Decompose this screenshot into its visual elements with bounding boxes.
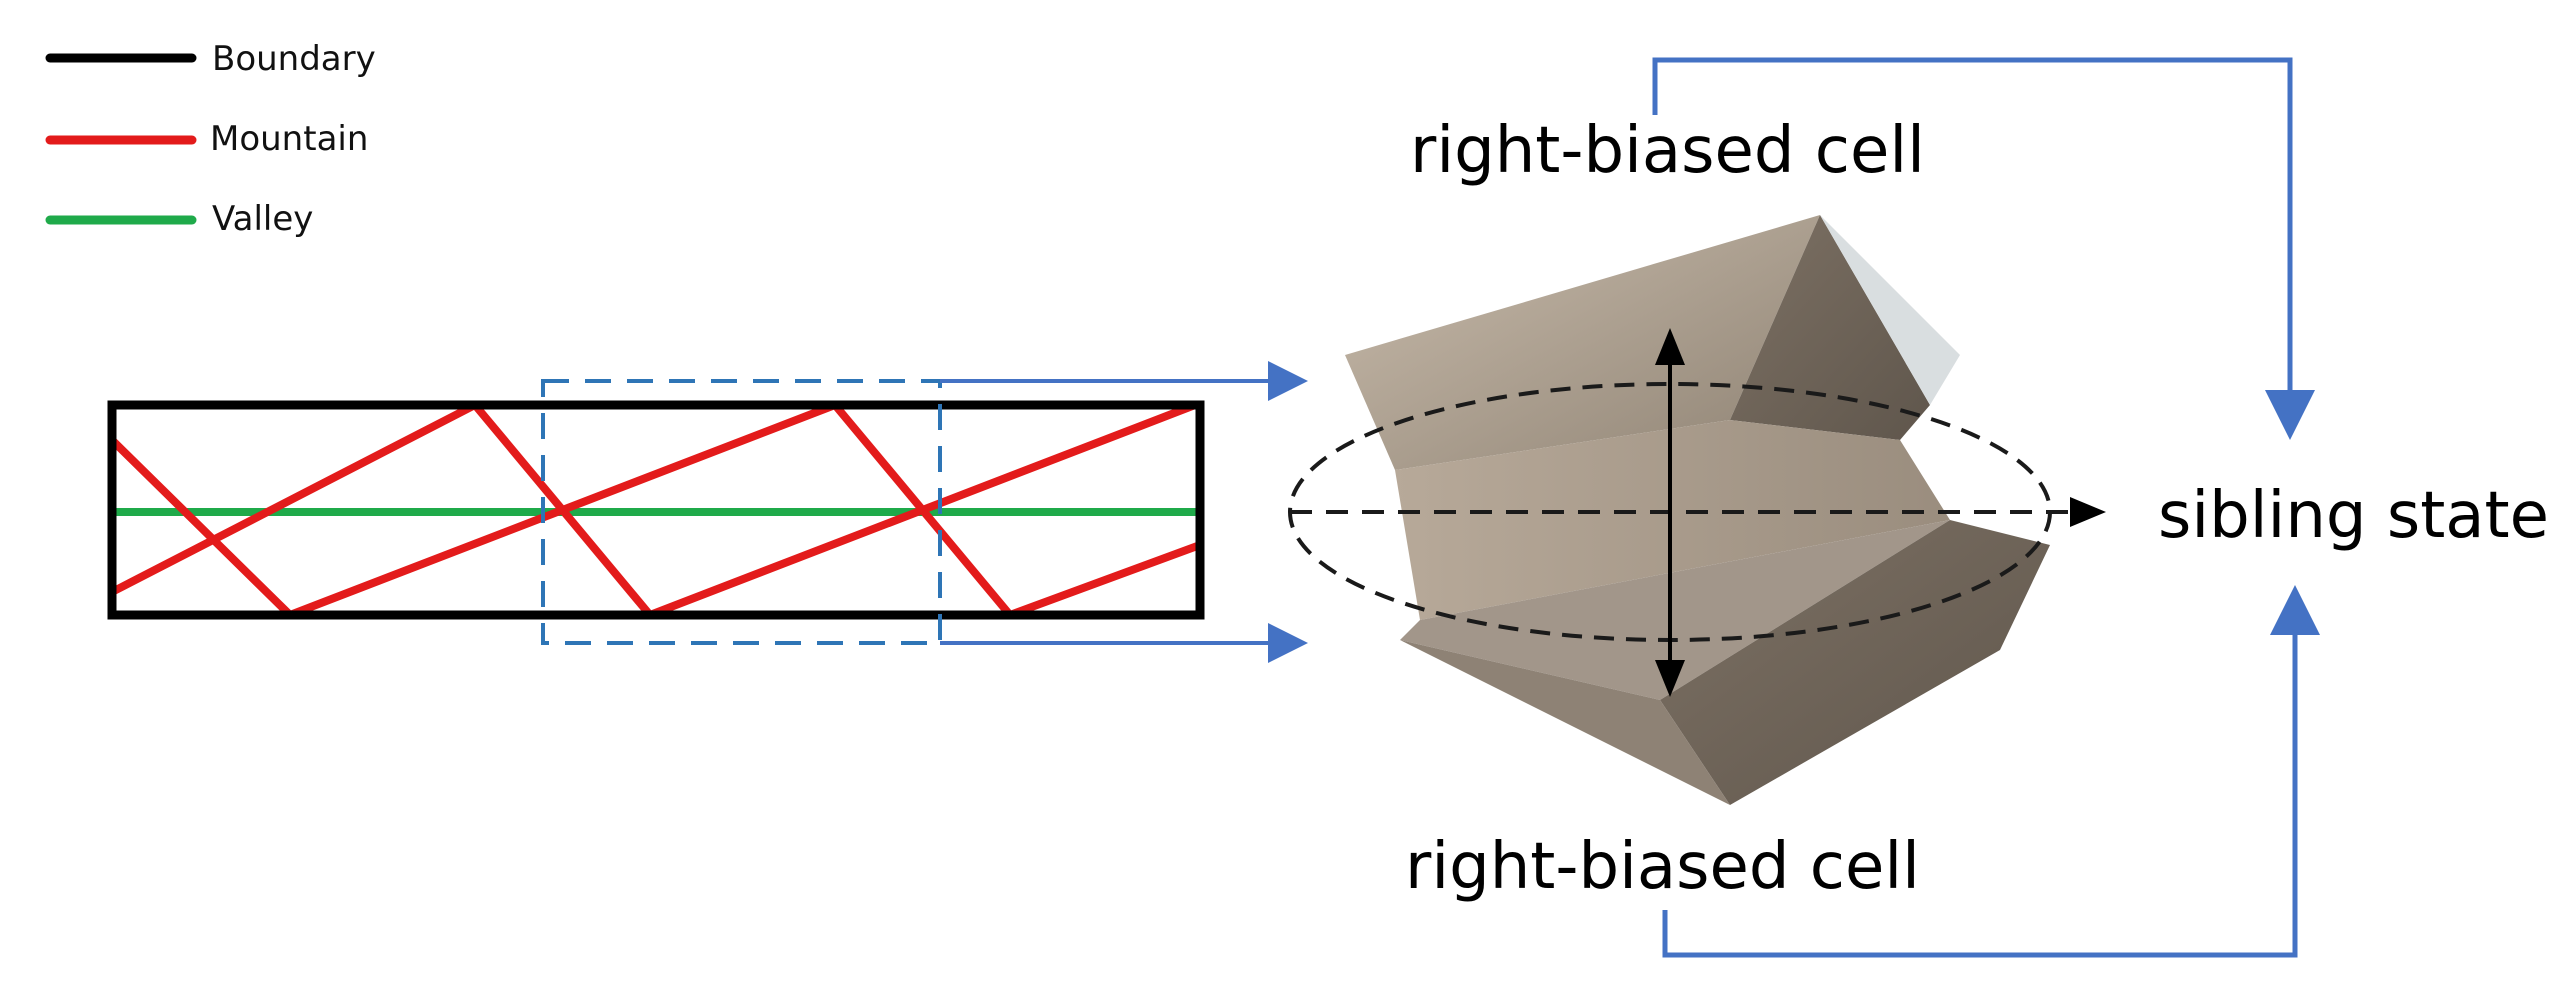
vertical-axis-arrowhead-up (1655, 328, 1685, 365)
bottom-cell-label: right-biased cell (1405, 830, 1920, 904)
mountain-lines (108, 401, 1204, 619)
fold-face-lower-left (1400, 520, 1950, 700)
fold-face-sliver (1820, 215, 1960, 405)
boundary-rect (107, 400, 1205, 620)
mountain-diagonal-4 (1006, 541, 1204, 619)
fold-face-middle (1395, 420, 1950, 620)
legend-mountain-label: Mountain (210, 119, 368, 159)
feedback-arrows (1652, 57, 2320, 958)
legend-boundary-label: Boundary (212, 39, 376, 79)
fold-face-lower-right (1660, 520, 2050, 805)
crease-pattern (107, 400, 1205, 620)
mountain-diagonal-1 (108, 401, 479, 596)
top-cell-label: right-biased cell (1410, 114, 1925, 188)
mountain-steep-1 (108, 436, 294, 619)
unit-cell-dashed-box (541, 379, 942, 645)
legend-valley-label: Valley (212, 199, 313, 239)
fold-face-top-right (1730, 215, 1930, 440)
top-feedback-arrow (1652, 57, 2315, 440)
mountain-steep-3 (831, 401, 1014, 619)
mountain-steep-2 (471, 401, 654, 619)
horizontal-axis-arrowhead (2070, 497, 2106, 527)
projection-arrows (940, 361, 1308, 663)
vertical-axis-arrowhead-down (1655, 660, 1685, 697)
state-indicator (1288, 328, 2106, 697)
fold-face-bottom (1400, 640, 1730, 805)
legend: Boundary Mountain Valley (45, 39, 376, 239)
bottom-feedback-arrow (1662, 585, 2320, 958)
sibling-state-label: sibling state (2158, 479, 2549, 553)
